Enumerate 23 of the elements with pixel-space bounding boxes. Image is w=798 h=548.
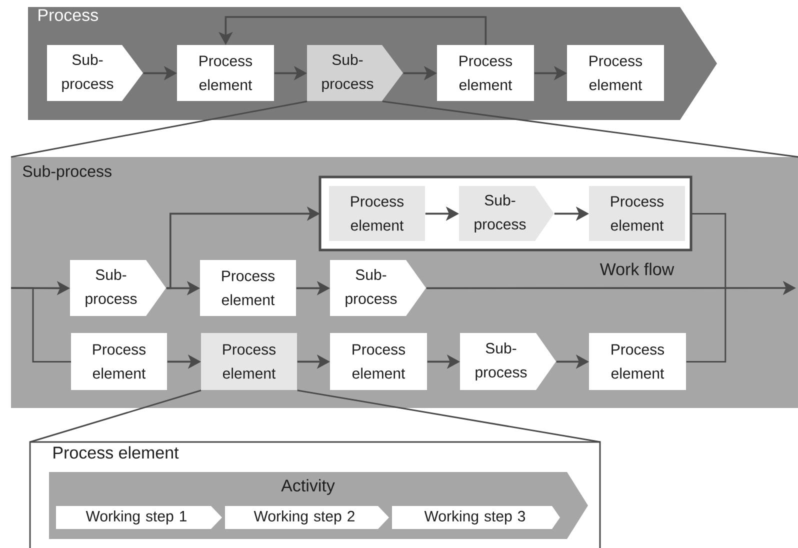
process-element-box: Process element [71, 333, 167, 390]
connector-line [11, 287, 71, 362]
subprocess-pentagon: Sub- process [330, 260, 426, 316]
process-element-box: Process element [589, 186, 685, 241]
process-element-box: Process element [329, 186, 425, 241]
process-element-box: Process element [200, 260, 296, 316]
zoom-line [10, 100, 308, 158]
process-element-box: Process element [437, 45, 534, 101]
process-element-box: Process element [567, 45, 664, 101]
edge-label: Work flow [598, 262, 676, 276]
working-step-pentagon: Working step 2 [225, 506, 389, 529]
zoom-line [30, 390, 202, 443]
subprocess-pentagon: Sub- process [460, 333, 556, 390]
subprocess-pentagon: Sub- process [307, 45, 403, 101]
zoom-line [297, 390, 601, 443]
subprocess-pentagon: Sub- process [47, 45, 143, 101]
connector-line [686, 212, 726, 362]
process-element-box: Process element [330, 333, 427, 390]
process-element-box: Process element [201, 333, 297, 390]
subprocess-pentagon: Sub- process [70, 260, 166, 316]
working-step-pentagon: Working step 1 [56, 506, 222, 529]
process-element-box: Process element [177, 45, 274, 101]
process-element-box: Process element [589, 333, 686, 390]
